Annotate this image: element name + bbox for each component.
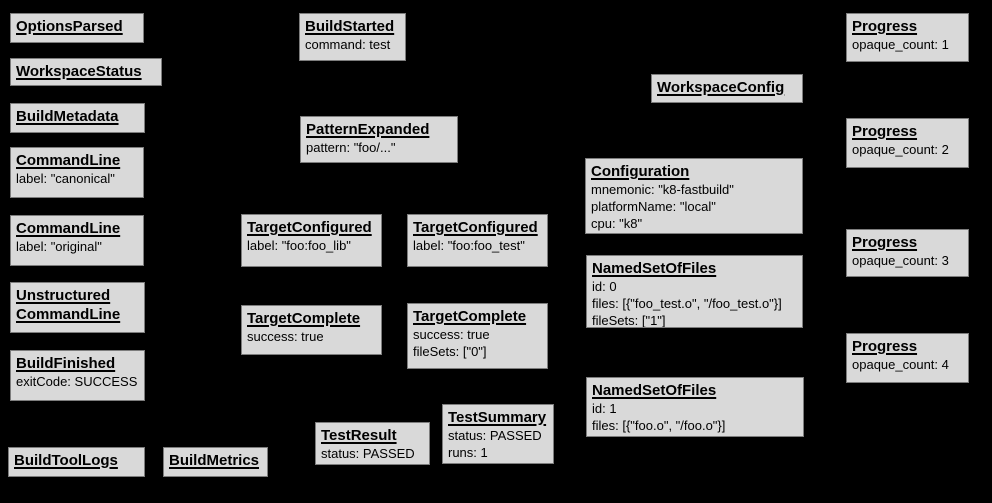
event-box-workspace-config: WorkspaceConfig [651, 74, 803, 103]
event-title: NamedSetOfFiles [592, 382, 717, 399]
event-body: opaque_count: 4 [852, 357, 949, 372]
event-title: TestResult [321, 427, 397, 444]
event-box-named-set-of-files-1: NamedSetOfFiles id: 1 files: [{"foo.o", … [586, 377, 804, 437]
event-body: success: true fileSets: ["0"] [413, 327, 490, 359]
event-title: BuildMetadata [16, 108, 119, 125]
event-box-target-configured-foo-test: TargetConfigured label: "foo:foo_test" [407, 214, 548, 267]
event-title: CommandLine [16, 220, 121, 237]
event-title: BuildMetrics [169, 452, 260, 469]
event-box-test-summary: TestSummary status: PASSED runs: 1 [442, 404, 554, 464]
event-title: TestSummary [448, 409, 547, 426]
event-box-progress-1: Progress opaque_count: 1 [846, 13, 969, 62]
event-box-unstructured-command-line: Unstructured CommandLine [10, 282, 145, 333]
event-box-build-metadata: BuildMetadata [10, 103, 145, 133]
event-box-pattern-expanded: PatternExpanded pattern: "foo/..." [300, 116, 458, 163]
event-title: CommandLine [16, 152, 121, 169]
event-body: opaque_count: 1 [852, 37, 949, 52]
event-title: TargetConfigured [247, 219, 372, 236]
event-box-progress-3: Progress opaque_count: 3 [846, 229, 969, 277]
event-body: mnemonic: "k8-fastbuild" platformName: "… [591, 182, 734, 231]
event-title: BuildFinished [16, 355, 116, 372]
event-box-target-configured-foo-lib: TargetConfigured label: "foo:foo_lib" [241, 214, 382, 267]
event-body: success: true [247, 329, 324, 344]
event-title: WorkspaceConfig [657, 79, 785, 96]
event-title: TargetComplete [247, 310, 361, 327]
event-box-command-line-canonical: CommandLine label: "canonical" [10, 147, 144, 198]
event-box-progress-2: Progress opaque_count: 2 [846, 118, 969, 168]
event-title: Progress [852, 338, 918, 355]
event-body: command: test [305, 37, 391, 52]
event-title: Unstructured CommandLine [16, 287, 121, 323]
event-body: id: 0 files: [{"foo_test.o", "/foo_test.… [592, 279, 782, 328]
event-body: label: "foo:foo_lib" [247, 238, 351, 253]
event-title: NamedSetOfFiles [592, 260, 717, 277]
event-box-configuration: Configuration mnemonic: "k8-fastbuild" p… [585, 158, 803, 234]
event-title: OptionsParsed [16, 18, 123, 35]
event-title: Progress [852, 18, 918, 35]
event-title: TargetConfigured [413, 219, 538, 236]
event-body: opaque_count: 3 [852, 253, 949, 268]
event-box-progress-4: Progress opaque_count: 4 [846, 333, 969, 383]
event-title: BuildStarted [305, 18, 395, 35]
event-box-build-tool-logs: BuildToolLogs [8, 447, 145, 477]
event-body: pattern: "foo/..." [306, 140, 396, 155]
event-body: label: "foo:foo_test" [413, 238, 525, 253]
event-box-workspace-status: WorkspaceStatus [10, 58, 162, 86]
event-box-named-set-of-files-0: NamedSetOfFiles id: 0 files: [{"foo_test… [586, 255, 803, 328]
event-box-command-line-original: CommandLine label: "original" [10, 215, 144, 266]
event-body: opaque_count: 2 [852, 142, 949, 157]
event-body: label: "original" [16, 239, 102, 254]
event-body: exitCode: SUCCESS [16, 374, 138, 389]
event-box-target-complete-test: TargetComplete success: true fileSets: [… [407, 303, 548, 369]
event-title: TargetComplete [413, 308, 527, 325]
event-body: label: "canonical" [16, 171, 115, 186]
event-title: Progress [852, 234, 918, 251]
event-box-build-metrics: BuildMetrics [163, 447, 268, 477]
event-title: Configuration [591, 163, 690, 180]
event-title: WorkspaceStatus [16, 63, 142, 80]
event-box-test-result: TestResult status: PASSED [315, 422, 430, 465]
event-box-build-finished: BuildFinished exitCode: SUCCESS [10, 350, 145, 401]
event-box-options-parsed: OptionsParsed [10, 13, 144, 43]
event-box-build-started: BuildStarted command: test [299, 13, 406, 61]
event-title: PatternExpanded [306, 121, 430, 138]
event-body: id: 1 files: [{"foo.o", "/foo.o"}] [592, 401, 726, 433]
event-title: Progress [852, 123, 918, 140]
event-box-target-complete-lib: TargetComplete success: true [241, 305, 382, 355]
event-body: status: PASSED [321, 446, 415, 461]
event-title: BuildToolLogs [14, 452, 118, 469]
event-body: status: PASSED runs: 1 [448, 428, 542, 460]
